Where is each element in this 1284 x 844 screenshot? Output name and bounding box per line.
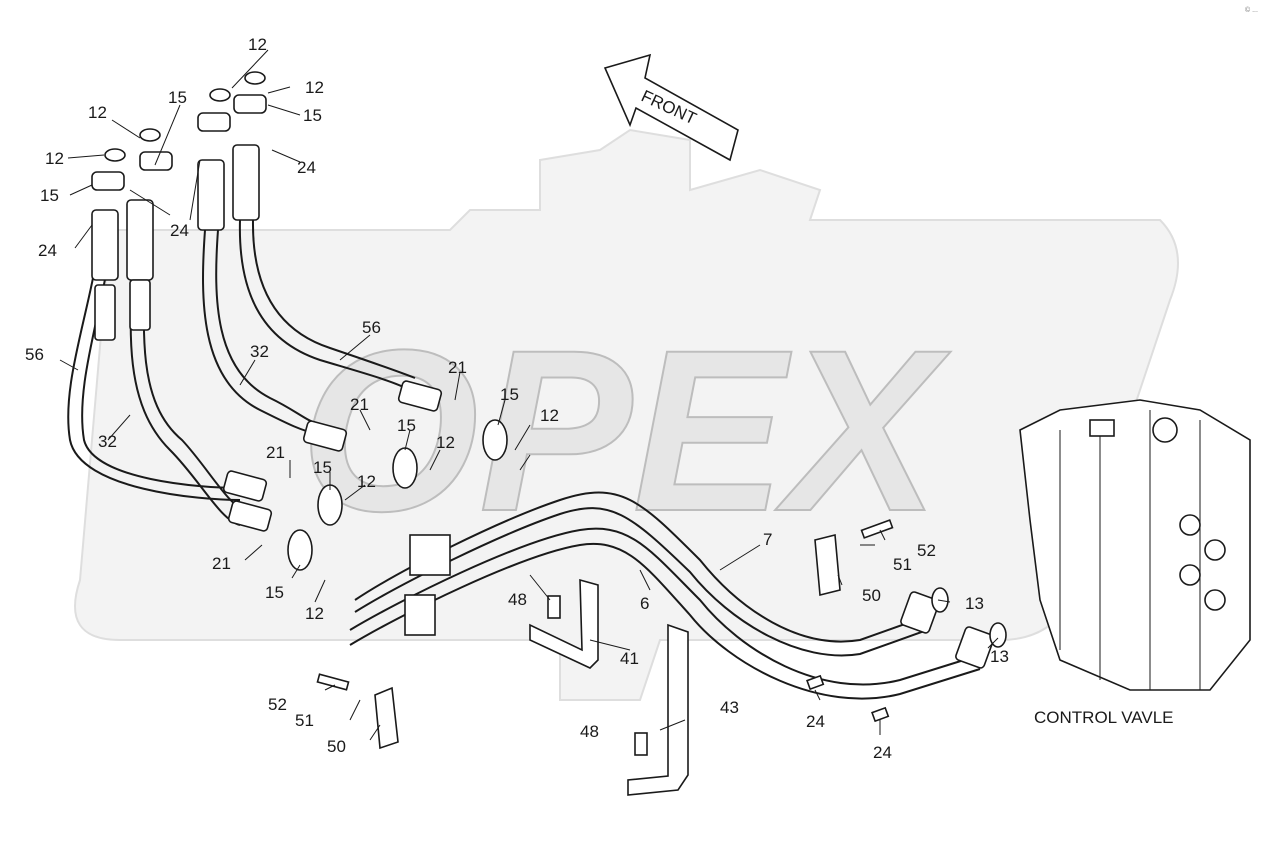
hose-group-upper <box>197 144 416 436</box>
callout-label: 21 <box>448 358 467 377</box>
callout-label: 43 <box>720 698 739 717</box>
callout-label: 15 <box>168 88 187 107</box>
callout-label: 15 <box>265 583 284 602</box>
callout-label: 12 <box>540 406 559 425</box>
top-flanges <box>91 71 267 191</box>
corner-mark: © ... <box>1245 6 1258 14</box>
callout-label: 21 <box>266 443 285 462</box>
bolts <box>316 519 894 756</box>
callout-label: 24 <box>170 221 189 240</box>
callout-label: 6 <box>640 594 649 613</box>
callout-label: 24 <box>873 743 892 762</box>
callout-label: 7 <box>763 530 772 549</box>
hose-group-left <box>67 199 251 526</box>
callout-label: 12 <box>305 604 324 623</box>
callout-label: 50 <box>327 737 346 756</box>
callout-label: 24 <box>38 241 57 260</box>
callout-label: 56 <box>25 345 44 364</box>
callout-label: 52 <box>917 541 936 560</box>
callout-label: 51 <box>295 711 314 730</box>
watermark-text: OPEX <box>300 302 951 559</box>
callout-label: 21 <box>350 395 369 414</box>
pipe-assembly <box>349 491 981 700</box>
callout-label: 24 <box>297 158 316 177</box>
control-valve-label: CONTROL VAVLE <box>1034 708 1174 727</box>
callout-label: 52 <box>268 695 287 714</box>
callout-label: 12 <box>357 472 376 491</box>
callout-label: 12 <box>305 78 324 97</box>
clamps <box>374 533 841 750</box>
callout-label: 48 <box>580 722 599 741</box>
flanges <box>900 587 1007 669</box>
callout-label: 32 <box>98 432 117 451</box>
watermark: OPEX <box>74 128 1179 701</box>
callout-label: 15 <box>40 186 59 205</box>
callout-label: 56 <box>362 318 381 337</box>
callout-label: 51 <box>893 555 912 574</box>
callout-label: 15 <box>303 106 322 125</box>
callout-label: 41 <box>620 649 639 668</box>
callout-label: 48 <box>508 590 527 609</box>
callout-label: 24 <box>806 712 825 731</box>
callout-label: 13 <box>965 594 984 613</box>
control-valve <box>1019 399 1251 691</box>
callout-label: 12 <box>436 433 455 452</box>
brackets <box>529 578 689 796</box>
callout-label: 13 <box>990 647 1009 666</box>
callout-label: 50 <box>862 586 881 605</box>
callout-label: 12 <box>45 149 64 168</box>
leader-lines <box>59 49 999 741</box>
callout-label: 12 <box>248 35 267 54</box>
callout-label: 32 <box>250 342 269 361</box>
callout-label: 15 <box>397 416 416 435</box>
callout-label: 21 <box>212 554 231 573</box>
callout-label: 15 <box>313 458 332 477</box>
callout-label: 15 <box>500 385 519 404</box>
callout-label: 12 <box>88 103 107 122</box>
callout-labels: 12 12 12 12 15 15 15 15 24 24 24 56 56 3… <box>25 6 1258 762</box>
